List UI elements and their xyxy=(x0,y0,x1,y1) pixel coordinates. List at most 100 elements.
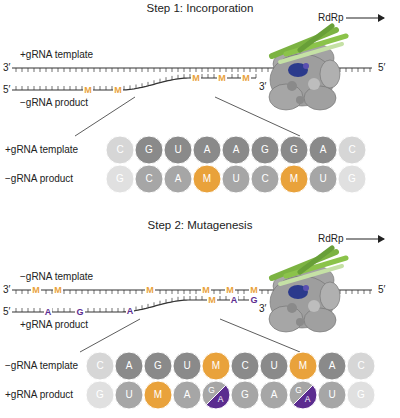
strand-letter: M xyxy=(31,286,41,295)
strand-label: 5′ xyxy=(3,307,10,317)
base-letter: A xyxy=(204,145,211,155)
base-circle xyxy=(231,381,259,409)
strand-label: −gRNA product xyxy=(5,174,73,184)
strand-label: 5′ xyxy=(378,285,385,295)
strand-letter: A xyxy=(230,296,239,305)
base-letter: C xyxy=(261,174,268,184)
base-letter: U xyxy=(319,174,326,184)
base-circle xyxy=(222,165,250,193)
base-letter: U xyxy=(174,145,181,155)
strand-label: +gRNA template xyxy=(5,145,78,155)
base-circle xyxy=(280,136,308,164)
base-circle xyxy=(309,165,337,193)
base-letter: G xyxy=(145,145,153,155)
split-base-circle xyxy=(293,385,317,409)
strand-label: +gRNA product xyxy=(20,320,88,330)
base-letter: M xyxy=(154,390,162,400)
base-circle xyxy=(347,352,375,380)
step-heading: Step 2: Mutagenesis xyxy=(148,220,253,232)
strand-label: RdRp xyxy=(318,13,344,23)
base-letter: G xyxy=(261,145,269,155)
base-circle xyxy=(106,136,134,164)
strand-label: +gRNA template xyxy=(20,50,93,60)
base-letter: G xyxy=(154,361,162,371)
base-circle xyxy=(289,352,317,380)
base-circle xyxy=(144,352,172,380)
base-circle xyxy=(251,136,279,164)
base-letter: M xyxy=(299,361,307,371)
base-circle xyxy=(318,352,346,380)
base-circle xyxy=(135,165,163,193)
strand-letter: M xyxy=(217,74,227,83)
base-letter: U xyxy=(125,390,132,400)
base-letter: G xyxy=(96,390,104,400)
base-circle xyxy=(106,165,134,193)
base-letter: C xyxy=(348,145,355,155)
base-letter: U xyxy=(183,361,190,371)
base-letter: M xyxy=(290,174,298,184)
strand-letter: M xyxy=(113,86,123,95)
base-letter: M xyxy=(212,361,220,371)
base-letter: C xyxy=(96,361,103,371)
strand-label: +gRNA product xyxy=(5,390,73,400)
base-circle xyxy=(347,381,375,409)
base-letter: C xyxy=(116,145,123,155)
base-letter: G xyxy=(295,386,302,395)
base-letter: A xyxy=(184,390,191,400)
base-circle xyxy=(135,136,163,164)
strand-letter: M xyxy=(241,74,251,83)
strand-letter: M xyxy=(201,286,211,295)
strand-label: 3′ xyxy=(259,304,266,314)
base-letter: U xyxy=(328,390,335,400)
base-letter: C xyxy=(145,174,152,184)
strand-letter: A xyxy=(126,307,135,316)
base-circle xyxy=(202,352,230,380)
base-letter: A xyxy=(233,145,240,155)
base-circle xyxy=(144,381,172,409)
strand-letter: M xyxy=(249,286,259,295)
strand-label: RdRp xyxy=(318,234,344,244)
split-base-circle xyxy=(206,385,230,409)
base-circle xyxy=(115,352,143,380)
strand-label: −gRNA product xyxy=(20,98,88,108)
base-letter: U xyxy=(232,174,239,184)
strand-letter: G xyxy=(249,296,258,305)
step-heading: Step 1: Incorporation xyxy=(147,3,254,15)
base-circle xyxy=(318,381,346,409)
base-letter: M xyxy=(203,174,211,184)
base-circle xyxy=(338,136,366,164)
strand-letter: A xyxy=(44,308,53,317)
base-letter: U xyxy=(270,361,277,371)
strand-label: 5′ xyxy=(378,63,385,73)
strand-letter: M xyxy=(191,74,201,83)
base-circle xyxy=(251,165,279,193)
base-circle xyxy=(173,381,201,409)
strand-letter: M xyxy=(225,286,235,295)
base-circle xyxy=(115,381,143,409)
base-circle xyxy=(86,352,114,380)
base-circle xyxy=(260,352,288,380)
base-circle xyxy=(280,165,308,193)
base-letter: A xyxy=(329,361,336,371)
strand-label: −gRNA template xyxy=(20,272,93,282)
base-circle xyxy=(193,136,221,164)
strand-label: 3′ xyxy=(3,285,10,295)
base-letter: G xyxy=(116,174,124,184)
base-circle xyxy=(338,165,366,193)
base-letter: G xyxy=(357,390,365,400)
base-circle xyxy=(86,381,114,409)
base-letter: G xyxy=(290,145,298,155)
base-letter: A xyxy=(126,361,133,371)
base-circle xyxy=(193,165,221,193)
base-circle xyxy=(260,381,288,409)
base-letter: G xyxy=(348,174,356,184)
base-circle xyxy=(309,136,337,164)
base-circle xyxy=(222,136,250,164)
strand-label: 3′ xyxy=(3,63,10,73)
strand-letter: M xyxy=(53,286,63,295)
strand-letter: M xyxy=(145,286,155,295)
base-letter: A xyxy=(320,145,327,155)
base-circle xyxy=(164,136,192,164)
strand-letter: M xyxy=(83,86,93,95)
strand-label: 5′ xyxy=(3,85,10,95)
